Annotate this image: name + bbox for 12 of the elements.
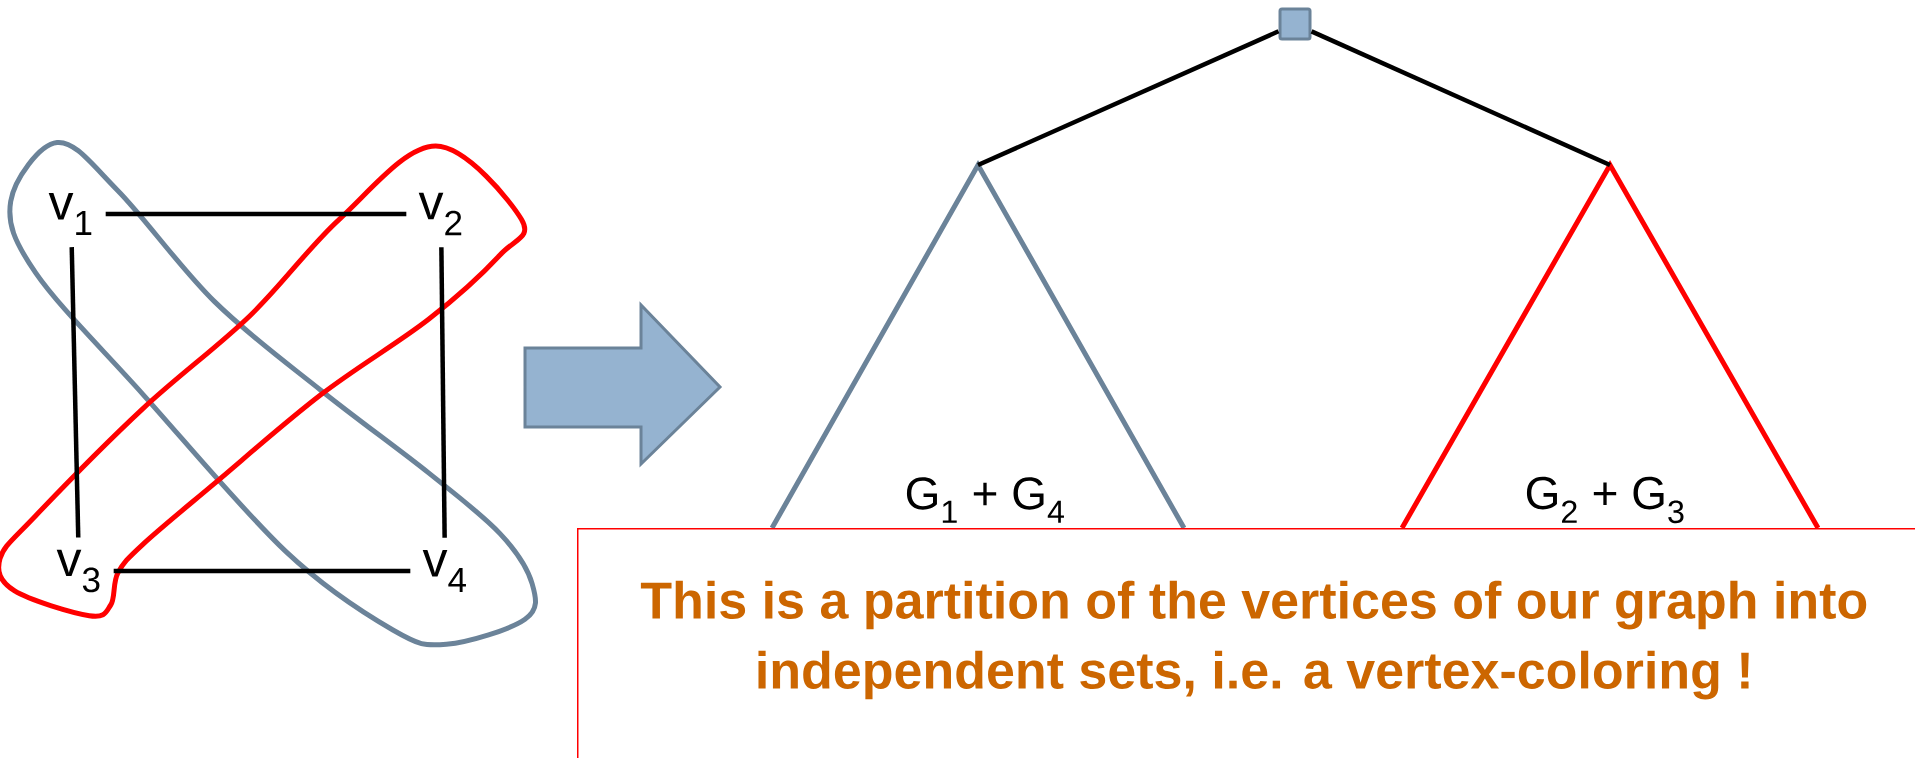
note-box: This is a partition of the vertices of our graph into independent sets, i.e. a vertex-coloring !: [577, 528, 1915, 758]
vertex-label: v$_{3}$: [56, 549, 100, 593]
connector-line: [105, 211, 407, 217]
connector-line: [69, 247, 81, 538]
connector-line: [439, 247, 447, 538]
root-node: [1278, 7, 1312, 41]
connector-line: [1310, 29, 1611, 168]
connector-line: [977, 29, 1280, 168]
vertex-label: v$_{1}$: [48, 193, 92, 235]
vertex-label: v$_{4}$: [422, 550, 466, 592]
connector-line: [113, 568, 411, 574]
vertex-label: v$_{2}$: [418, 192, 462, 236]
